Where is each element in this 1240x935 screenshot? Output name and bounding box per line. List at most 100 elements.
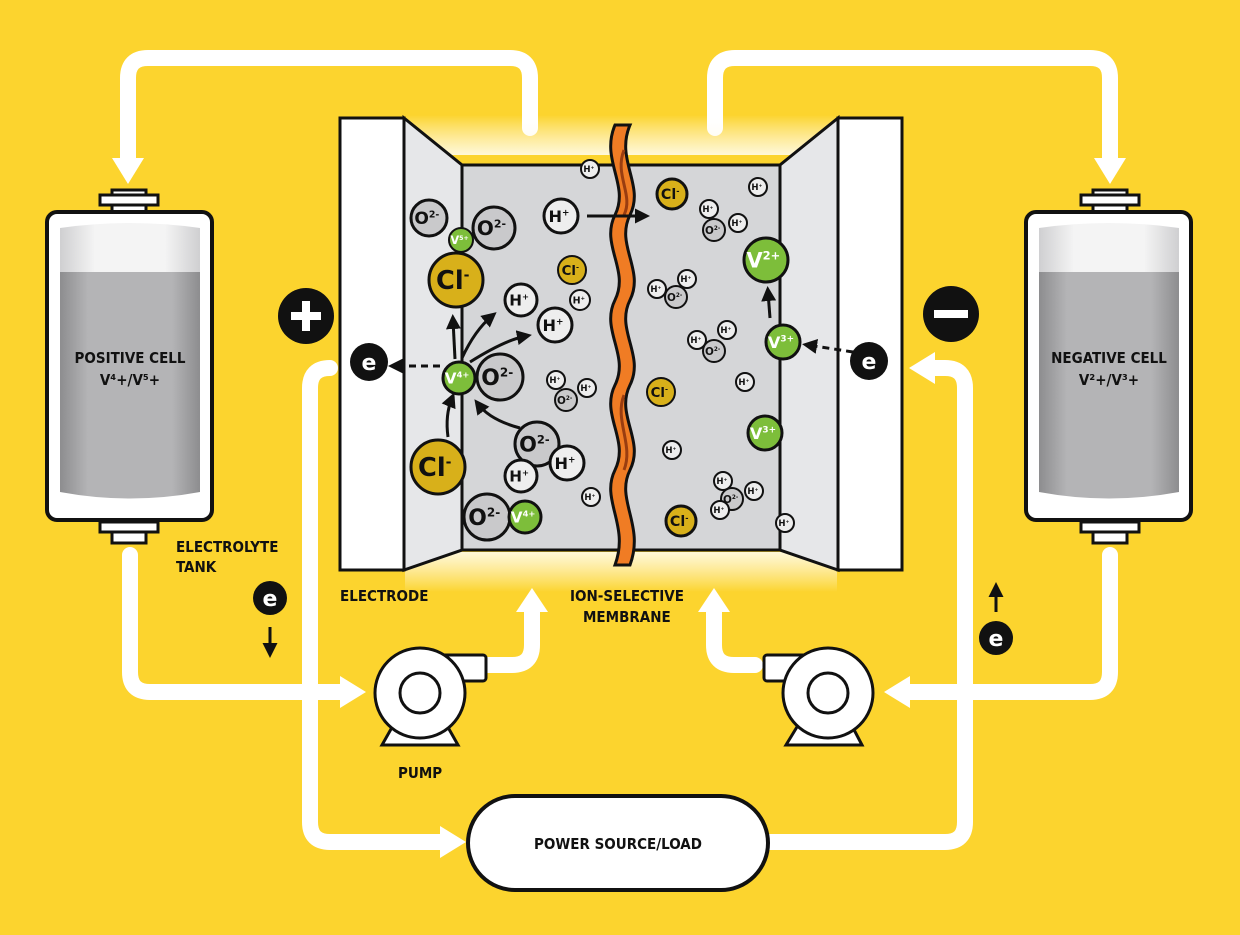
ion-o-10: O2-	[702, 218, 726, 242]
svg-text:H+: H+	[583, 165, 594, 175]
ion-o-27: O2-	[554, 388, 578, 412]
positive-cell-title: POSITIVE CELL	[75, 349, 186, 367]
svg-text:H+: H+	[713, 506, 724, 516]
ion-h-14: H+	[647, 279, 667, 299]
positive-cell-species: V⁴+/V⁵+	[100, 371, 160, 389]
svg-text:H+: H+	[580, 384, 591, 394]
ion-h-11: H+	[728, 213, 748, 233]
ion-cl-7: Cl-	[655, 177, 689, 211]
pipe-left-bottom	[122, 547, 353, 700]
ion-h-19: H+	[717, 320, 737, 340]
ion-v3-30: V3+	[746, 414, 784, 452]
ion-o-2: O2-	[471, 205, 517, 251]
ion-h-20: H+	[687, 330, 707, 350]
electron-left-outside: e	[253, 581, 287, 658]
svg-text:e: e	[989, 627, 1004, 652]
svg-text:H+: H+	[702, 205, 713, 215]
ion-v3-22: V3+	[764, 323, 802, 361]
negative-cell-species: V²+/V³+	[1079, 371, 1139, 389]
positive-terminal-icon	[278, 288, 334, 344]
svg-text:H+: H+	[716, 477, 727, 487]
ions-layer: O2-V5+O2-Cl-Cl-H+H+Cl-H+H+O2-H+V2+H+H+O2…	[409, 159, 802, 542]
electrolyte-label-2: TANK	[176, 558, 217, 576]
pump-left-icon	[373, 646, 488, 747]
svg-text:H+: H+	[751, 183, 762, 193]
ion-o-15: O2-	[664, 285, 688, 309]
svg-text:H+: H+	[778, 519, 789, 529]
ion-h-16: H+	[503, 282, 539, 318]
ion-h-9: H+	[699, 199, 719, 219]
pipe-right-top	[707, 50, 1118, 170]
ion-h-18: H+	[536, 306, 574, 344]
svg-text:e: e	[362, 351, 377, 376]
ion-h-5: H+	[542, 197, 580, 235]
pipe-pump-right-out	[706, 604, 763, 673]
svg-text:H+: H+	[731, 219, 742, 229]
electrode-label: ELECTRODE	[340, 587, 428, 605]
negative-cell-tank: NEGATIVE CELL V²+/V³+	[1024, 188, 1193, 545]
reaction-arrows	[388, 208, 854, 438]
pipe-pump-left-out	[480, 604, 540, 673]
svg-text:Cl-: Cl-	[562, 263, 579, 279]
ion-h-44: H+	[775, 513, 795, 533]
ion-o-0: O2-	[409, 198, 449, 238]
pump-label: PUMP	[398, 764, 442, 782]
svg-text:Cl-: Cl-	[661, 187, 680, 203]
ion-selective-membrane	[609, 123, 636, 567]
membrane-label-1: ION-SELECTIVE	[570, 587, 684, 605]
ion-h-25: H+	[546, 370, 566, 390]
ion-h-32: H+	[548, 444, 586, 482]
ion-h-6: H+	[580, 159, 600, 179]
flow-pipes	[120, 50, 1118, 850]
ion-h-13: H+	[677, 269, 697, 289]
ion-h-38: H+	[744, 481, 764, 501]
ion-cl-3: Cl-	[427, 251, 485, 309]
ion-o-24: O2-	[475, 352, 525, 402]
electron-left-electrode: e	[350, 343, 388, 381]
membrane-label-2: MEMBRANE	[583, 608, 671, 626]
pipe-left-top	[120, 50, 538, 170]
ion-cl-43: Cl-	[664, 504, 698, 538]
wire-left	[302, 360, 448, 850]
pipe-arrowheads	[112, 158, 1126, 858]
ion-v2-12: V2+	[742, 236, 790, 284]
svg-text:H+: H+	[584, 493, 595, 503]
negative-cell-title: NEGATIVE CELL	[1051, 349, 1167, 367]
ion-h-8: H+	[748, 177, 768, 197]
svg-text:Cl-: Cl-	[651, 385, 668, 401]
pipe-right-bottom	[897, 547, 1118, 700]
ion-o-31: O2-	[513, 420, 561, 468]
negative-terminal-icon	[923, 286, 979, 342]
ion-h-36: H+	[713, 471, 733, 491]
ion-h-40: H+	[581, 487, 601, 507]
ion-cl-4: Cl-	[557, 255, 587, 285]
svg-text:H+: H+	[665, 446, 676, 456]
svg-text:H+: H+	[720, 326, 731, 336]
ion-cl-34: Cl-	[409, 438, 467, 496]
positive-cell-tank: POSITIVE CELL V⁴+/V⁵+	[45, 188, 214, 545]
ion-o-41: O2-	[462, 492, 512, 542]
svg-text:e: e	[263, 587, 278, 612]
ion-h-35: H+	[662, 440, 682, 460]
ion-v4-42: V4+	[507, 499, 543, 535]
svg-text:Cl-: Cl-	[670, 514, 689, 530]
ion-h-26: H+	[577, 378, 597, 398]
ion-v5-1: V5+	[448, 227, 474, 253]
pump-right-icon	[762, 646, 875, 747]
svg-text:e: e	[862, 350, 877, 375]
power-label: POWER SOURCE/LOAD	[534, 835, 702, 853]
electron-right-electrode: e	[850, 342, 888, 380]
svg-text:H+: H+	[747, 487, 758, 497]
ion-o-21: O2-	[702, 339, 726, 363]
ion-h-33: H+	[503, 458, 539, 494]
svg-text:H+: H+	[650, 285, 661, 295]
electron-right-outside: e	[979, 582, 1013, 655]
ion-h-39: H+	[710, 500, 730, 520]
ion-v4-23: V4+	[441, 360, 477, 396]
electrolyte-label-1: ELECTROLYTE	[176, 538, 278, 556]
wire-right	[762, 360, 973, 850]
ion-cl-29: Cl-	[646, 377, 676, 407]
ion-h-17: H+	[569, 289, 591, 311]
